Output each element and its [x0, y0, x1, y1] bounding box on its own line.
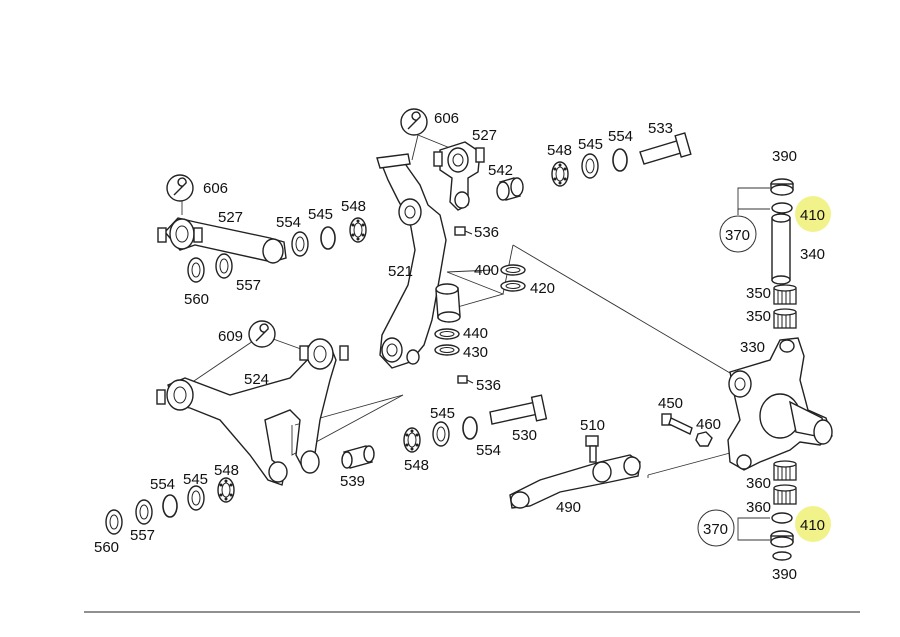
label-420: 420 — [530, 280, 555, 297]
label-536-a: 536 — [474, 224, 499, 241]
pin-340 — [771, 213, 791, 285]
label-390-top: 390 — [772, 148, 797, 165]
label-360-a: 360 — [746, 475, 771, 492]
label-554-c: 554 — [476, 442, 501, 459]
label-450: 450 — [658, 395, 683, 412]
nut-390-top — [770, 178, 794, 196]
label-557-b: 557 — [130, 527, 155, 544]
callout-circle-370-bottom — [697, 509, 735, 547]
label-606-a: 606 — [434, 110, 459, 127]
label-557-a: 557 — [236, 277, 261, 294]
label-521: 521 — [388, 263, 413, 280]
label-510: 510 — [580, 417, 605, 434]
bolt-450 — [661, 413, 693, 435]
label-350-b: 350 — [746, 308, 771, 325]
bolt-510 — [585, 435, 599, 463]
label-330: 330 — [740, 339, 765, 356]
highlight-410-top — [795, 196, 831, 232]
wheel-carrier-330 — [727, 337, 833, 471]
label-410-bottom: 410 — [800, 517, 825, 534]
label-340: 340 — [800, 246, 825, 263]
lower-wishbone-524 — [156, 338, 349, 486]
steering-arm-490 — [509, 454, 641, 509]
label-536-b: 536 — [476, 377, 501, 394]
nut-390-bottom — [770, 530, 794, 561]
label-400: 400 — [474, 262, 499, 279]
bolt-530 — [489, 394, 548, 425]
upper-control-arm-right — [433, 141, 485, 211]
label-410-top: 410 — [800, 207, 825, 224]
label-542: 542 — [488, 162, 513, 179]
label-548-a: 548 — [547, 142, 572, 159]
label-530: 530 — [512, 427, 537, 444]
bushing-knuckle — [435, 283, 461, 323]
label-554-a: 554 — [608, 128, 633, 145]
label-350-a: 350 — [746, 285, 771, 302]
label-527-a: 527 — [472, 127, 497, 144]
bushing-539 — [341, 445, 375, 469]
label-430: 430 — [463, 344, 488, 361]
label-606-b: 606 — [203, 180, 228, 197]
steering-knuckle-521 — [376, 153, 447, 369]
label-490: 490 — [556, 499, 581, 516]
label-524: 524 — [244, 371, 269, 388]
label-370-bottom: 370 — [703, 521, 728, 538]
label-539: 539 — [340, 473, 365, 490]
label-545-d: 545 — [183, 471, 208, 488]
label-527-b: 527 — [218, 209, 243, 226]
label-533: 533 — [648, 120, 673, 137]
label-560-a: 560 — [184, 291, 209, 308]
label-560-b: 560 — [94, 539, 119, 556]
label-545-b: 545 — [308, 206, 333, 223]
upper-control-arm-left — [157, 217, 287, 264]
bolt-533 — [639, 132, 692, 165]
label-390-bottom: 390 — [772, 566, 797, 583]
label-548-c: 548 — [404, 457, 429, 474]
part-number-labels: 390 410 370 340 350 350 330 360 360 370 … — [94, 110, 825, 583]
label-360-b: 360 — [746, 499, 771, 516]
label-554-d: 554 — [150, 476, 175, 493]
label-554-b: 554 — [276, 214, 301, 231]
label-460: 460 — [696, 416, 721, 433]
nut-460 — [695, 431, 713, 447]
ring-410-top — [771, 202, 793, 214]
label-609: 609 — [218, 328, 243, 345]
callout-circle-370-top — [719, 215, 757, 253]
label-548-b: 548 — [341, 198, 366, 215]
label-545-a: 545 — [578, 136, 603, 153]
leader-lines — [181, 134, 770, 541]
highlight-410-bottom — [795, 506, 831, 542]
label-548-d: 548 — [214, 462, 239, 479]
bushing-542 — [496, 177, 524, 201]
label-545-c: 545 — [430, 405, 455, 422]
bolt-536-top — [454, 226, 473, 236]
ring-410-bottom — [771, 512, 793, 524]
bolt-536-bottom — [457, 375, 474, 384]
label-440: 440 — [463, 325, 488, 342]
label-370-top: 370 — [725, 227, 750, 244]
